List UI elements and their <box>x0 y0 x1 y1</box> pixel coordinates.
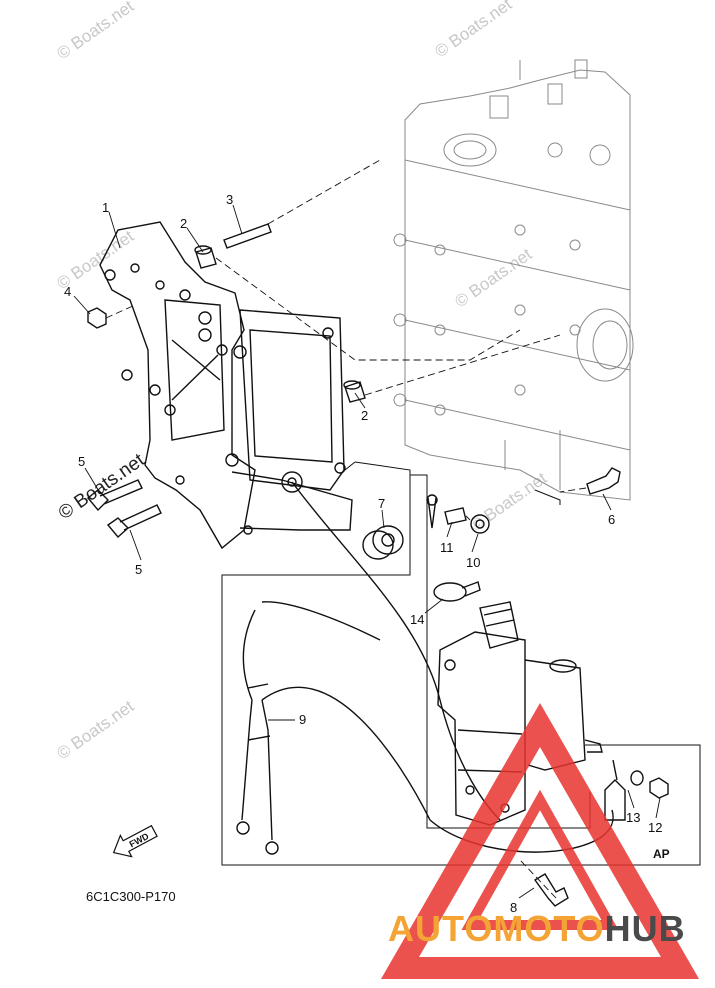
callout-6: 6 <box>608 512 615 527</box>
callout-9: 9 <box>299 712 306 727</box>
callout-14: 14 <box>410 612 424 627</box>
watermark-1: © Boats.net <box>53 0 137 63</box>
svg-text:AUTOMOTOHUB: AUTOMOTOHUB <box>388 908 686 949</box>
brand-part-2: HUB <box>605 908 686 949</box>
stud-bolt <box>223 223 272 249</box>
diagram-code: 6C1C300-P170 <box>86 889 176 904</box>
callout-5-bottom: 5 <box>135 562 142 577</box>
callout-7: 7 <box>378 496 385 511</box>
bolt-parts <box>87 479 162 539</box>
callouts: 1 2 3 4 5 2 5 6 7 11 10 14 9 13 12 8 <box>64 192 662 915</box>
group-box-label: AP <box>653 847 670 861</box>
watermark-4: © Boats.net <box>451 244 535 311</box>
callout-12: 12 <box>648 820 662 835</box>
flange-bolt <box>586 467 621 495</box>
callout-2-top: 2 <box>180 216 187 231</box>
callout-8: 8 <box>510 900 517 915</box>
brand-logo-triangle <box>380 702 700 979</box>
watermark-5: © Boats.net <box>466 468 550 535</box>
callout-11: 11 <box>440 540 454 555</box>
callout-3: 3 <box>226 192 233 207</box>
callout-13: 13 <box>626 810 640 825</box>
engine-block <box>393 59 634 501</box>
callout-2-bottom: 2 <box>361 408 368 423</box>
clamp <box>433 581 481 602</box>
brand-part-1: AUTOMOTO <box>388 908 605 949</box>
callout-4: 4 <box>64 284 71 299</box>
wire-harness <box>236 481 614 855</box>
starter-bolt <box>533 873 569 907</box>
nut <box>87 307 107 329</box>
callout-5-top: 5 <box>78 454 85 469</box>
terminal-hardware <box>426 494 490 534</box>
grommet <box>362 525 404 560</box>
assembly-lines <box>105 159 587 899</box>
group-boxes <box>221 461 701 866</box>
battery-terminal <box>604 759 669 821</box>
fwd-arrow-icon: FWD <box>112 824 158 858</box>
watermarks: © Boats.net © Boats.net © Boats.net © Bo… <box>53 0 550 763</box>
callout-1: 1 <box>102 200 109 215</box>
watermark-2: © Boats.net <box>431 0 515 61</box>
callout-10: 10 <box>466 555 480 570</box>
leaders <box>73 204 661 899</box>
watermark-strong: © Boats.net <box>55 449 149 524</box>
brand-wordmark: AUTOMOTOHUB <box>388 908 686 949</box>
bracket <box>99 221 256 550</box>
electrical-housing <box>231 309 353 531</box>
collar-parts <box>194 245 366 403</box>
watermark-6: © Boats.net <box>53 696 137 763</box>
